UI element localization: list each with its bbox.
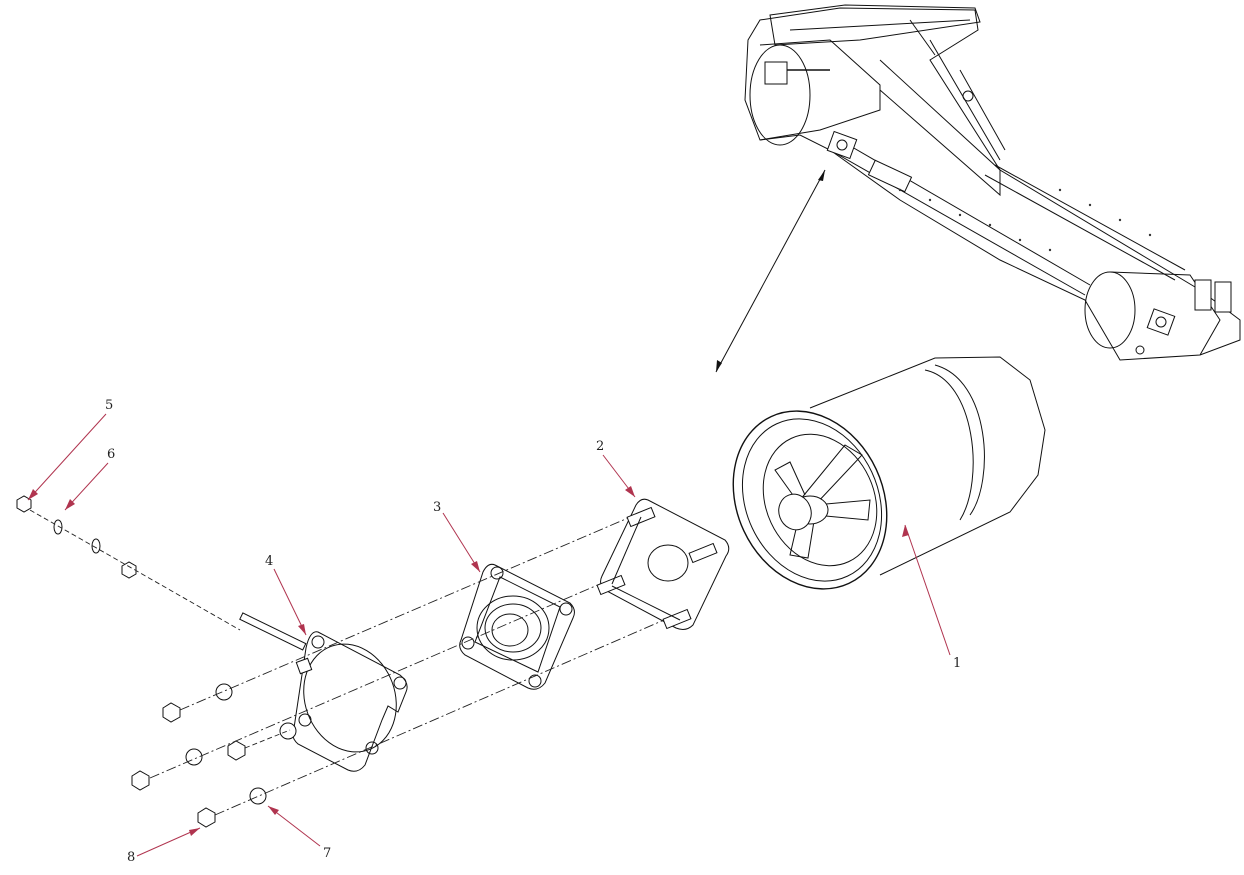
conveyor-assembly-overview xyxy=(744,4,1241,361)
hex-nut-8-icon xyxy=(197,807,216,828)
callout-leaders xyxy=(27,413,951,857)
hex-nut-icon xyxy=(227,740,246,761)
hex-nut-icon xyxy=(121,561,137,579)
hardware-left-set xyxy=(131,683,297,828)
washer-icon xyxy=(185,748,203,766)
drum-pulley-part-1 xyxy=(732,356,1046,590)
callout-7: 7 xyxy=(323,846,331,861)
callout-3: 3 xyxy=(433,500,441,515)
callout-8: 8 xyxy=(127,850,135,865)
washer-icon xyxy=(279,722,297,740)
washer-6-icon xyxy=(53,519,63,535)
callout-4: 4 xyxy=(265,554,273,569)
hex-nut-icon xyxy=(131,770,150,791)
reference-arrow xyxy=(715,169,826,373)
callout-5: 5 xyxy=(105,398,113,413)
stud-plate-part-2 xyxy=(596,498,730,630)
washer-7-icon xyxy=(249,787,267,805)
callout-6: 6 xyxy=(107,447,115,462)
callout-2: 2 xyxy=(596,439,604,454)
hex-nut-5-icon xyxy=(16,495,32,513)
assembly-centerlines xyxy=(29,509,681,816)
lock-washer-icon xyxy=(91,538,101,554)
callout-1: 1 xyxy=(953,656,961,671)
washer-icon xyxy=(215,683,233,701)
flange-bearing-part-3 xyxy=(459,563,575,690)
gasket-part-4 xyxy=(239,612,408,772)
hex-nut-icon xyxy=(162,702,181,723)
hardware-top-chain xyxy=(16,495,137,579)
callout-labels: 1 2 3 4 5 6 7 8 xyxy=(105,398,961,865)
